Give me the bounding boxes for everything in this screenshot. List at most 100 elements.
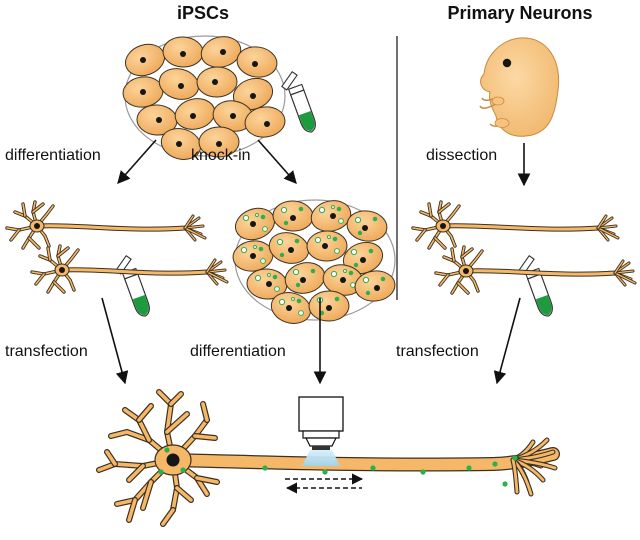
nucleus bbox=[326, 305, 332, 311]
gfp-vesicle bbox=[298, 310, 304, 316]
gfp-vesicle bbox=[512, 455, 518, 461]
nucleus bbox=[34, 223, 40, 229]
nucleus bbox=[166, 453, 180, 467]
gfp-vesicle bbox=[314, 236, 322, 244]
nucleus bbox=[330, 213, 336, 219]
nucleus bbox=[216, 141, 222, 147]
gfp-vesicle bbox=[310, 268, 316, 274]
gfp-vesicle bbox=[242, 214, 250, 222]
label-differentiation: differentiation bbox=[5, 147, 101, 164]
gfp-vesicle bbox=[348, 270, 354, 276]
ipsc-derived-neurons bbox=[5, 200, 229, 294]
gfp-vesicle bbox=[330, 270, 338, 278]
gfp-vesicle bbox=[319, 310, 325, 316]
nucleus bbox=[140, 89, 146, 95]
nucleus bbox=[440, 223, 446, 229]
nucleus bbox=[176, 141, 182, 147]
gfp-vesicle bbox=[362, 276, 370, 284]
gfp-vesicle bbox=[334, 248, 340, 254]
embryo-icon bbox=[479, 37, 560, 137]
nucleus bbox=[362, 225, 368, 231]
gfp-vesicle bbox=[331, 205, 335, 209]
gfp-vesicle bbox=[354, 216, 362, 224]
label-knock-in: knock-in bbox=[191, 147, 251, 164]
gfp-vesicle bbox=[298, 206, 304, 212]
ipsc-cell-cluster bbox=[122, 35, 286, 160]
gfp-vesicle bbox=[372, 216, 378, 222]
arrow-knock-in bbox=[257, 139, 297, 184]
gfp-vesicle bbox=[294, 238, 300, 244]
large-neuron bbox=[96, 389, 560, 527]
label-transfection-right: transfection bbox=[396, 343, 479, 360]
gfp-vesicle bbox=[258, 246, 264, 252]
nucleus bbox=[264, 121, 270, 127]
gfp-vesicle bbox=[276, 238, 284, 246]
gfp-vesicle bbox=[466, 465, 472, 471]
nucleus bbox=[360, 257, 366, 263]
test-tube-icon bbox=[115, 254, 150, 317]
nucleus bbox=[300, 277, 306, 283]
gfp-vesicle bbox=[262, 226, 268, 232]
gfp-vesicle bbox=[420, 469, 426, 475]
gfp-vesicle bbox=[492, 461, 498, 467]
nucleus bbox=[290, 215, 296, 221]
gfp-vesicle bbox=[336, 206, 342, 212]
nucleus bbox=[250, 221, 256, 227]
gfp-vesicle bbox=[350, 248, 358, 256]
nucleus bbox=[178, 83, 184, 89]
gfp-vesicle bbox=[353, 262, 359, 268]
nucleus bbox=[322, 243, 328, 249]
gfp-vesicle bbox=[292, 268, 300, 276]
nucleus bbox=[463, 268, 469, 274]
gfp-vesicle bbox=[318, 206, 326, 214]
nucleus bbox=[340, 277, 346, 283]
gfp-vesicle bbox=[283, 220, 289, 226]
nucleus bbox=[230, 113, 236, 119]
gfp-vesicle bbox=[332, 236, 338, 242]
nucleus bbox=[59, 267, 65, 273]
gfp-vesicle bbox=[272, 274, 278, 280]
primary-neurons bbox=[411, 200, 637, 295]
nucleus bbox=[212, 79, 218, 85]
transport-arrows-icon bbox=[285, 473, 364, 494]
test-tube-icon bbox=[518, 254, 553, 317]
gfp-vesicle bbox=[327, 235, 331, 239]
nucleus bbox=[374, 285, 380, 291]
gfp-vesicle bbox=[278, 298, 286, 306]
title-primary-neurons: Primary Neurons bbox=[447, 3, 592, 23]
gfp-vesicle bbox=[164, 447, 170, 453]
nucleus bbox=[286, 305, 292, 311]
nucleus bbox=[220, 49, 226, 55]
arrow-differentiation bbox=[117, 139, 157, 184]
gfp-vesicle bbox=[296, 298, 302, 304]
nucleus bbox=[288, 247, 294, 253]
gfp-vesicle bbox=[370, 465, 376, 471]
gfp-vesicle bbox=[255, 213, 259, 217]
gfp-cell-cluster bbox=[232, 199, 396, 324]
arrow-transfection-right bbox=[493, 297, 521, 385]
gfp-vesicle bbox=[280, 206, 288, 214]
gfp-vesicle bbox=[338, 218, 344, 224]
gfp-vesicle bbox=[267, 273, 271, 277]
title-ipscs: iPSCs bbox=[177, 3, 229, 23]
gfp-vesicle bbox=[368, 248, 374, 254]
nucleus bbox=[190, 113, 196, 119]
gfp-vesicle bbox=[334, 296, 340, 302]
nucleus bbox=[180, 51, 186, 57]
label-transfection-left: transfection bbox=[5, 343, 88, 360]
test-tube-icon bbox=[281, 70, 316, 133]
nucleus bbox=[156, 117, 162, 123]
gfp-vesicle bbox=[240, 246, 248, 254]
nucleus bbox=[266, 281, 272, 287]
gfp-vesicle bbox=[254, 274, 262, 282]
label-dissection: dissection bbox=[426, 147, 497, 164]
gfp-vesicle bbox=[260, 258, 266, 264]
nucleus bbox=[252, 61, 258, 67]
gfp-vesicle bbox=[295, 282, 301, 288]
nucleus bbox=[140, 57, 146, 63]
gfp-vesicle bbox=[262, 465, 268, 471]
gfp-vesicle bbox=[260, 214, 266, 220]
gfp-vesicle bbox=[274, 286, 280, 292]
